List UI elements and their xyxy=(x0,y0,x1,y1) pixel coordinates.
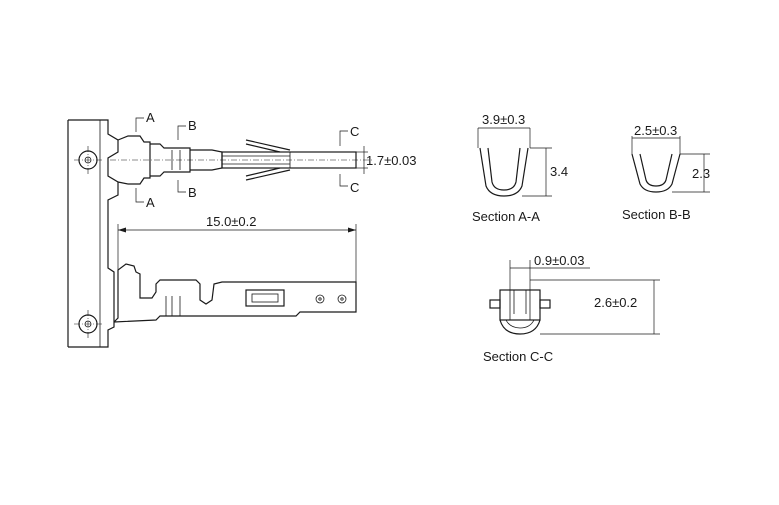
sec-b-width-label: 2.5±0.3 xyxy=(634,123,677,138)
cut-marks: A A B B C C xyxy=(135,110,359,210)
terminal-top-view xyxy=(110,135,372,185)
sec-b-title: Section B-B xyxy=(622,207,691,222)
sec-c-height-label: 2.6±0.2 xyxy=(594,295,637,310)
sec-b-height-label: 2.3 xyxy=(692,166,710,181)
terminal-side-view xyxy=(113,263,357,323)
cut-b-top-label: B xyxy=(188,118,197,133)
section-b: 2.5±0.3 2.3 Section B-B xyxy=(622,123,710,222)
sec-a-width-label: 3.9±0.3 xyxy=(482,112,525,127)
cut-a-top-label: A xyxy=(146,110,155,125)
sec-a-height-label: 3.4 xyxy=(550,164,568,179)
cut-a-bottom-label: A xyxy=(146,195,155,210)
sec-c-title: Section C-C xyxy=(483,349,553,364)
dim-length-main: 15.0±0.2 xyxy=(117,214,357,282)
pilot-hole-top xyxy=(74,146,102,174)
sec-c-width-label: 0.9±0.03 xyxy=(534,253,585,268)
pilot-hole-bottom xyxy=(74,310,102,338)
carrier-strip xyxy=(67,119,119,348)
section-c: 0.9±0.03 2.6±0.2 Section C-C xyxy=(483,253,660,364)
cut-b-bottom-label: B xyxy=(188,185,197,200)
dim-width-main: 1.7±0.03 xyxy=(356,146,417,174)
dim-width-main-label: 1.7±0.03 xyxy=(366,153,417,168)
cut-c-top-label: C xyxy=(350,124,359,139)
section-a: 3.9±0.3 3.4 Section A-A xyxy=(472,112,568,224)
cut-c-bottom-label: C xyxy=(350,180,359,195)
dim-length-main-label: 15.0±0.2 xyxy=(206,214,257,229)
sec-a-title: Section A-A xyxy=(472,209,540,224)
